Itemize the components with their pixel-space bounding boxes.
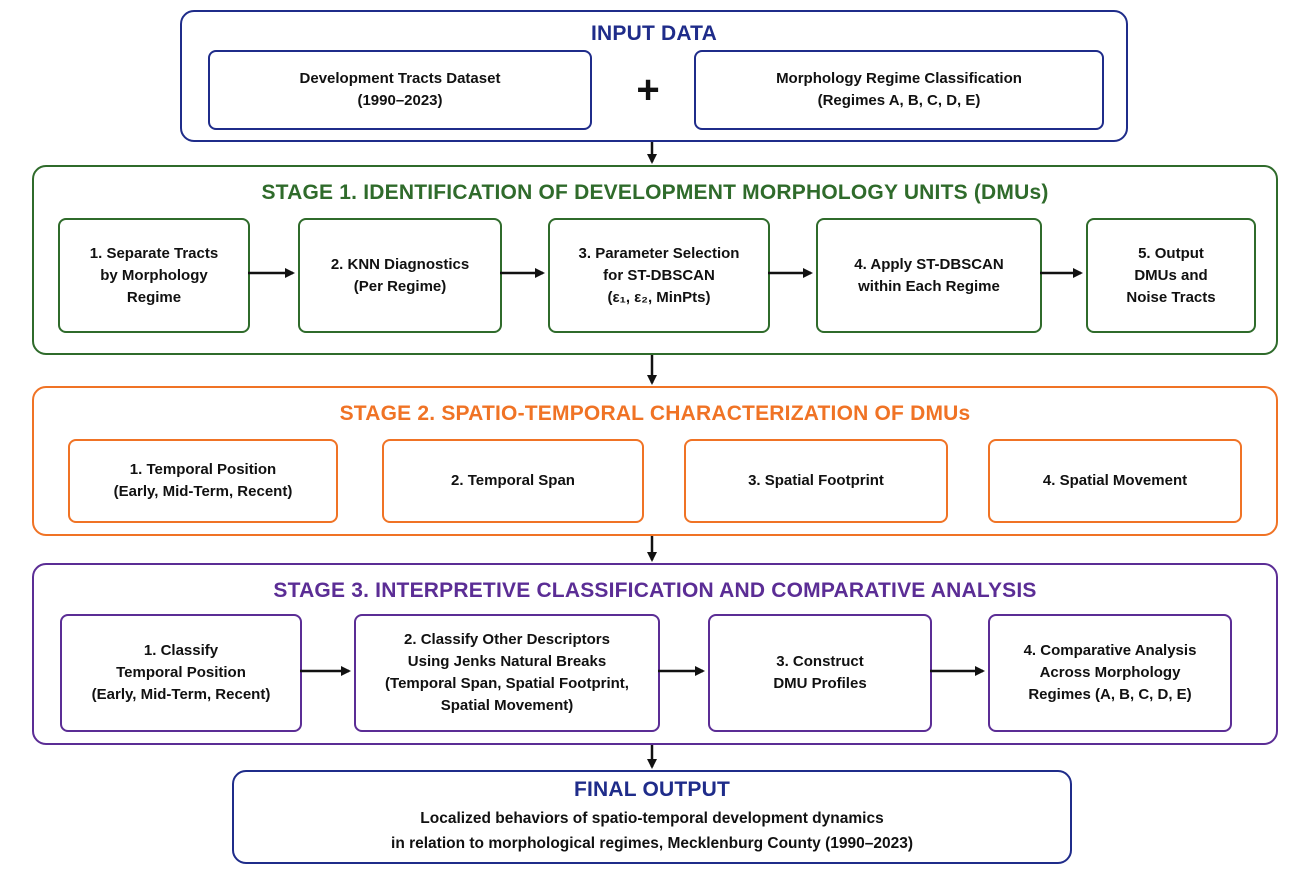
step-line: within Each Regime bbox=[858, 277, 1000, 295]
step-line: Regimes (A, B, C, D, E) bbox=[1028, 686, 1192, 703]
step-line: DMU Profiles bbox=[773, 675, 867, 692]
step-line: (Early, Mid-Term, Recent) bbox=[113, 483, 293, 500]
stage1-step-4: 4. Apply ST-DBSCAN within Each Regime bbox=[816, 218, 1042, 333]
step-line: Temporal Position bbox=[116, 664, 246, 681]
input-data-panel: INPUT DATA Development Tracts Dataset (1… bbox=[180, 10, 1128, 142]
regime-line: (Regimes A, B, C, D, E) bbox=[817, 92, 981, 109]
stage2-panel: STAGE 2. SPATIO-TEMPORAL CHARACTERIZATIO… bbox=[32, 386, 1278, 536]
stage1-step-5: 5. Output DMUs and Noise Tracts bbox=[1086, 218, 1256, 333]
step-line: 1. Temporal Position bbox=[129, 461, 277, 478]
dataset-box: Development Tracts Dataset (1990–2023) bbox=[208, 50, 592, 130]
stage1-step-3: 3. Parameter Selection for ST-DBSCAN (ε₁… bbox=[548, 218, 770, 333]
step-line: Regime bbox=[126, 288, 182, 306]
step-line: 4. Spatial Movement bbox=[1042, 472, 1188, 489]
regime-classification-box: Morphology Regime Classification (Regime… bbox=[694, 50, 1104, 130]
stage3-step-4: 4. Comparative Analysis Across Morpholog… bbox=[988, 614, 1232, 732]
stage1-step-2: 2. KNN Diagnostics (Per Regime) bbox=[298, 218, 502, 333]
stage3-title: STAGE 3. INTERPRETIVE CLASSIFICATION AND… bbox=[273, 579, 1037, 602]
stage3-panel: STAGE 3. INTERPRETIVE CLASSIFICATION AND… bbox=[32, 563, 1278, 745]
stage1-title: STAGE 1. IDENTIFICATION OF DEVELOPMENT M… bbox=[261, 181, 1049, 204]
stage1-step-1: 1. Separate Tracts by Morphology Regime bbox=[58, 218, 250, 333]
step-line: Spatial Movement) bbox=[440, 697, 574, 714]
stage2-step-2: 2. Temporal Span bbox=[382, 439, 644, 523]
step-line: 4. Comparative Analysis bbox=[1023, 642, 1197, 659]
stage2-step-1: 1. Temporal Position (Early, Mid-Term, R… bbox=[68, 439, 338, 523]
regime-line: Morphology Regime Classification bbox=[776, 70, 1022, 87]
step-line: 2. Temporal Span bbox=[451, 472, 575, 489]
step-line: 3. Construct bbox=[776, 653, 864, 670]
step-line: 1. Separate Tracts bbox=[89, 244, 219, 262]
step-line: Noise Tracts bbox=[1126, 288, 1216, 306]
input-data-title: INPUT DATA bbox=[590, 22, 718, 45]
step-line: for ST-DBSCAN bbox=[603, 266, 715, 284]
plus-sign: + bbox=[636, 68, 660, 112]
dataset-line: (1990–2023) bbox=[357, 92, 443, 109]
step-line: (Temporal Span, Spatial Footprint, bbox=[385, 675, 629, 692]
final-output-description: Localized behaviors of spatio-temporal d… bbox=[234, 806, 1070, 856]
final-output-title: FINAL OUTPUT bbox=[573, 778, 730, 801]
step-line: (Per Regime) bbox=[353, 277, 447, 295]
step-line: 1. Classify bbox=[143, 642, 219, 659]
step-line: DMUs and bbox=[1134, 266, 1208, 284]
stage2-step-3: 3. Spatial Footprint bbox=[684, 439, 948, 523]
final-line: Localized behaviors of spatio-temporal d… bbox=[420, 810, 884, 827]
step-line: 3. Parameter Selection bbox=[578, 244, 740, 262]
final-output-panel: FINAL OUTPUT Localized behaviors of spat… bbox=[232, 770, 1072, 864]
step-line: 2. Classify Other Descriptors bbox=[404, 631, 610, 648]
stage2-step-4: 4. Spatial Movement bbox=[988, 439, 1242, 523]
stage3-step-2: 2. Classify Other Descriptors Using Jenk… bbox=[354, 614, 660, 732]
step-line: (ε₁, ε₂, MinPts) bbox=[607, 288, 711, 306]
stage3-step-1: 1. Classify Temporal Position (Early, Mi… bbox=[60, 614, 302, 732]
step-line: 2. KNN Diagnostics bbox=[330, 255, 470, 273]
step-line: 4. Apply ST-DBSCAN bbox=[854, 255, 1004, 273]
stage1-panel: STAGE 1. IDENTIFICATION OF DEVELOPMENT M… bbox=[32, 165, 1278, 355]
step-line: 5. Output bbox=[1138, 244, 1204, 262]
step-line: by Morphology bbox=[100, 266, 208, 284]
step-line: Across Morphology bbox=[1039, 664, 1181, 681]
dataset-line: Development Tracts Dataset bbox=[299, 70, 501, 87]
stage2-title: STAGE 2. SPATIO-TEMPORAL CHARACTERIZATIO… bbox=[339, 402, 971, 425]
step-line: (Early, Mid-Term, Recent) bbox=[91, 686, 271, 703]
step-line: Using Jenks Natural Breaks bbox=[407, 653, 607, 670]
stage3-step-3: 3. Construct DMU Profiles bbox=[708, 614, 932, 732]
final-line: in relation to morphological regimes, Me… bbox=[391, 835, 913, 852]
step-line: 3. Spatial Footprint bbox=[748, 472, 884, 489]
